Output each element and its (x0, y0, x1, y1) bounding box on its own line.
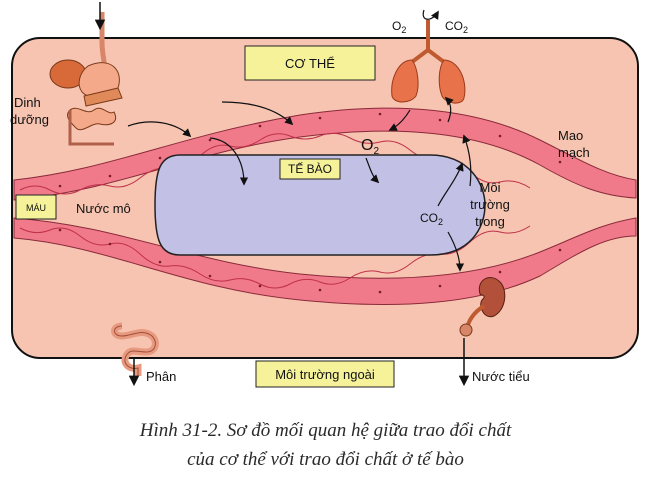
kidney-icon (459, 277, 506, 337)
co2-cell-label: CO2 (420, 211, 443, 227)
capillary-label-2: mạch (558, 145, 590, 160)
upper-inflow-arrow (221, 101, 294, 126)
co2-to-lung-arrow (444, 96, 454, 123)
urine-label: Nước tiểu (472, 369, 530, 384)
external-env-label-box (255, 360, 395, 388)
o2-to-cell-arrow (365, 157, 380, 184)
body-label-box (244, 45, 376, 81)
feces-label: Phân (146, 369, 176, 384)
lung-o2-arrow (388, 109, 411, 131)
blood-label: MÁU (26, 203, 46, 213)
gas-exchange-arrow (422, 9, 439, 20)
blood-to-fluid-arrow (209, 137, 249, 186)
lungs-icon (391, 20, 466, 104)
figure-caption-line-2: của cơ thể với trao đổi chất ở tế bào (187, 449, 464, 470)
cell-label-box (279, 158, 341, 180)
nutrition-label-2: dưỡng (10, 112, 49, 127)
waste-to-kidney-arrow (447, 231, 465, 272)
co2-top-label: CO2 (445, 19, 468, 35)
vessel-upper-band (13, 107, 637, 201)
figure-caption-line-1: Hình 31-2. Sơ đồ mối quan hệ giữa trao đ… (139, 420, 512, 441)
internal-env-label: Môi (480, 180, 501, 195)
body-label: CƠ THỂ (285, 56, 335, 71)
internal-env-label-2: trường (470, 197, 510, 212)
blood-label-box (15, 194, 57, 220)
digestive-system-icon (49, 12, 123, 146)
nutrition-label: Dinh (14, 95, 41, 110)
intestine-icon (111, 322, 159, 376)
co2-from-cell-arrow (437, 162, 464, 207)
cell-label: TẾ BÀO (288, 161, 332, 176)
nutrient-to-blood-arrow (127, 121, 192, 138)
tissue-fluid-label: Nước mô (76, 201, 131, 216)
co2-up-arrow (462, 134, 472, 187)
cell-shape (154, 154, 486, 256)
o2-top-label: O2 (392, 19, 406, 35)
capillary-label: Mao (558, 128, 583, 143)
metabolism-diagram: CƠ THỂ TẾ BÀO MÁU Môi trường ngoài Nước … (10, 2, 639, 388)
internal-env-label-3: trong (475, 214, 505, 229)
flow-arrows (127, 96, 472, 272)
external-env-label: Môi trường ngoài (275, 367, 375, 382)
